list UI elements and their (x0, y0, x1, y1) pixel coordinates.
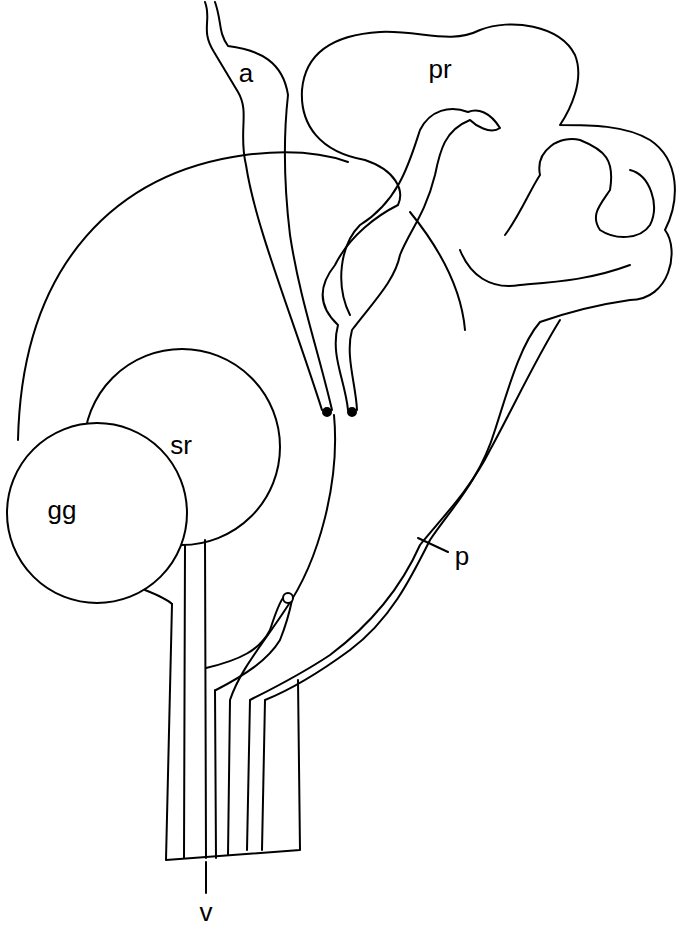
v-duct (206, 598, 283, 668)
part-label: sr (170, 432, 192, 458)
pr-organ (505, 139, 654, 237)
leader-line (205, 862, 207, 893)
duct-opening (323, 408, 331, 416)
part-label: gg (48, 497, 77, 523)
v-duct (184, 545, 185, 858)
part-label: a (239, 60, 253, 86)
pr-organ (262, 24, 675, 850)
a-organ (215, 2, 332, 410)
pr-organ (460, 250, 630, 286)
body-outline (410, 212, 465, 330)
leader-line (418, 538, 448, 552)
v-duct (216, 600, 292, 690)
v-duct (205, 540, 206, 858)
duct-opening (348, 408, 356, 416)
gg-gland (7, 423, 187, 603)
part-label: v (200, 899, 213, 925)
duct-opening (283, 593, 293, 603)
p-duct (247, 320, 560, 850)
part-label: p (455, 543, 469, 569)
pr-organ (341, 109, 500, 410)
a-organ (205, 2, 322, 410)
part-label: pr (428, 56, 451, 82)
v-duct (215, 690, 216, 858)
body-outline (245, 152, 348, 162)
body-outline (166, 604, 300, 860)
body-outline (145, 590, 172, 604)
